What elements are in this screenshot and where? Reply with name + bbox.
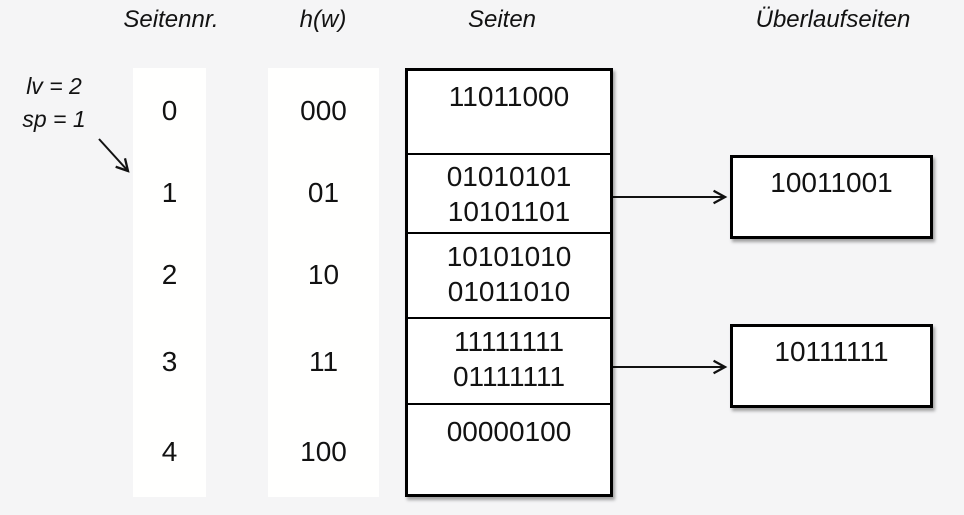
page-entry: 11011000 <box>448 81 570 112</box>
hash-value: 11 <box>308 346 339 377</box>
header-page-number: Seitennr. <box>123 6 219 33</box>
hash-value: 10 <box>307 259 340 290</box>
overflow-entry: 10011001 <box>770 167 893 198</box>
overflow-page-box: 10111111 <box>730 324 933 408</box>
page-number: 4 <box>161 435 178 467</box>
page-number: 1 <box>161 176 178 208</box>
page-number: 3 <box>161 346 178 377</box>
split-pointer-arrow-icon <box>98 138 128 171</box>
hash-value: 100 <box>300 435 347 467</box>
page-number: 2 <box>161 259 178 290</box>
page-number: 0 <box>161 94 178 126</box>
header-pages: Seiten <box>467 6 537 33</box>
page-entry: 00000100 <box>446 416 572 447</box>
page-row: 11111111 01111111 <box>408 317 610 403</box>
pages-box: 11011000 01010101 10101101 10101010 0101… <box>405 68 613 497</box>
page-entry: 01011010 <box>447 276 571 307</box>
hash-value-column: 000 01 10 11 100 <box>268 68 379 497</box>
page-row: 01010101 10101101 <box>408 153 610 232</box>
hash-value: 01 <box>307 176 340 208</box>
page-row: 11011000 <box>408 71 610 153</box>
page-entry: 10101010 <box>446 241 572 272</box>
page-entry: 10101101 <box>447 196 571 227</box>
page-entry: 01010101 <box>446 161 572 192</box>
hash-value: 000 <box>300 94 347 126</box>
header-hash-function: h(w) <box>299 6 347 33</box>
overflow-page-box: 10011001 <box>730 155 933 239</box>
split-pointer-value: sp = 1 <box>22 106 86 132</box>
overflow-entry: 10111111 <box>774 336 889 367</box>
page-entry: 11111111 <box>453 326 565 357</box>
page-number-column: 0 1 2 3 4 <box>133 68 206 497</box>
page-row: 00000100 <box>408 403 610 494</box>
page-row: 10101010 01011010 <box>408 232 610 317</box>
state-annotation: lv = 2 sp = 1 <box>6 70 102 136</box>
header-overflow-pages: Überlaufseiten <box>755 6 911 33</box>
level-value: lv = 2 <box>26 73 82 99</box>
page-entry: 01111111 <box>452 361 566 392</box>
